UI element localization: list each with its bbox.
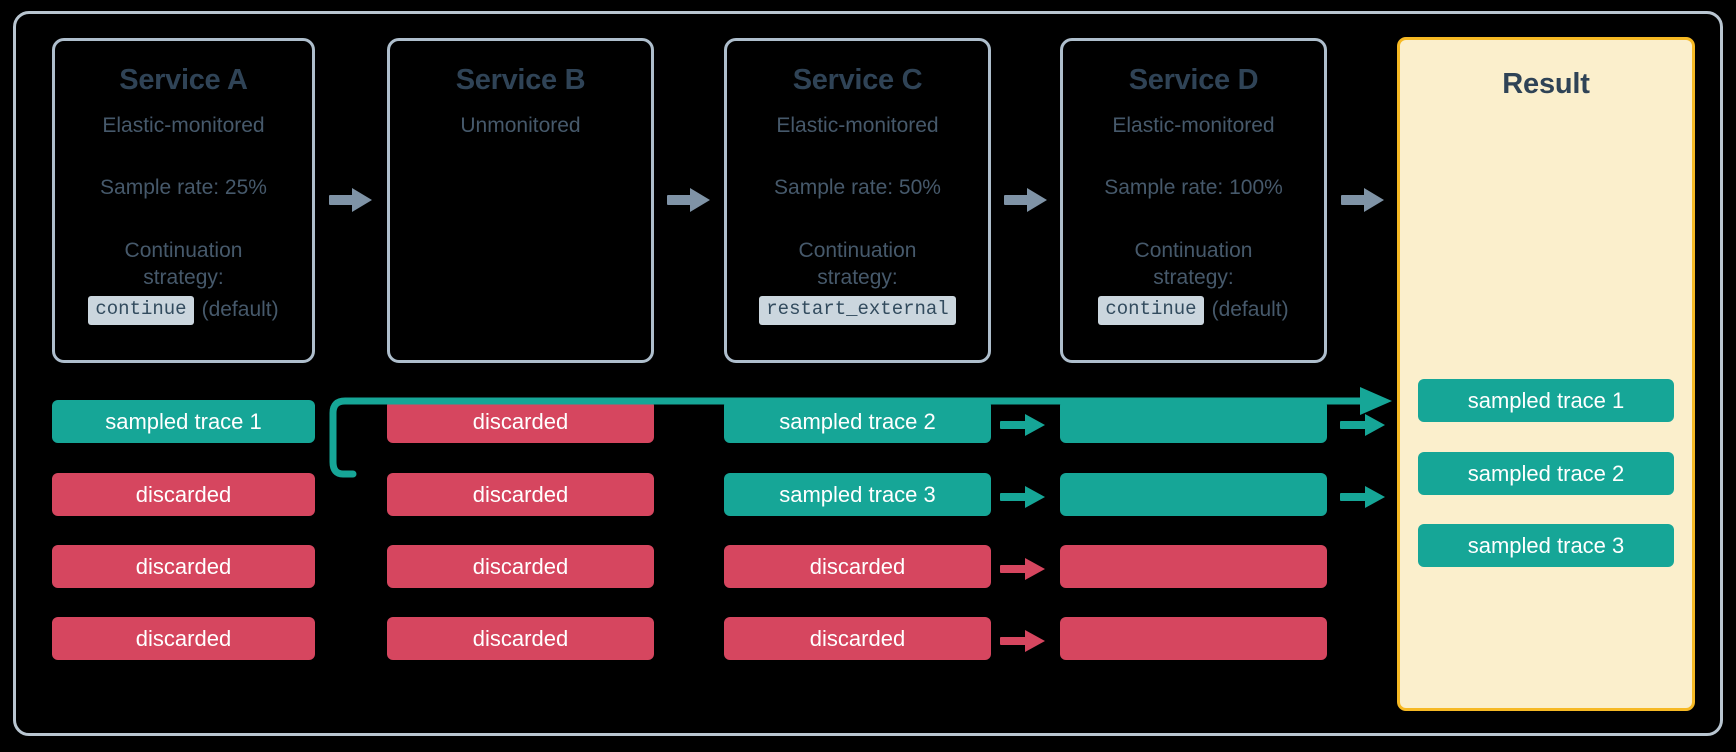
trace-box-label: discarded	[135, 625, 232, 651]
trace-box-label: discarded	[809, 625, 906, 651]
service-strategy-label-line1: Continuation	[124, 238, 243, 262]
trace-box: discarded	[52, 473, 315, 516]
flow-d2-to-result3-icon	[1340, 485, 1386, 509]
service-monitoring-status: Elastic-monitored	[102, 114, 265, 138]
arrow-c-to-d-icon	[1004, 187, 1048, 213]
service-sample-rate: Sample rate: 50%	[774, 175, 941, 199]
trace-box: discarded	[724, 617, 991, 660]
service-monitoring-status: Elastic-monitored	[1112, 114, 1275, 138]
service-title: Service A	[119, 64, 248, 96]
service-monitoring-status: Elastic-monitored	[776, 114, 939, 138]
trace-box-label: discarded	[472, 481, 569, 507]
service-monitoring-status: Unmonitored	[460, 114, 581, 138]
trace-box: discarded	[52, 545, 315, 588]
arrow-a-to-b-icon	[329, 187, 373, 213]
arrow-d-to-result-icon	[1341, 187, 1385, 213]
result-panel: Result	[1397, 37, 1695, 711]
service-strategy-label-line2: strategy:	[817, 266, 898, 290]
trace-box: sampled trace 3	[1418, 524, 1674, 567]
trace-box: discarded	[387, 545, 654, 588]
trace-box-label: sampled trace 2	[1467, 460, 1625, 486]
flow-c3-to-d3-icon	[1000, 557, 1046, 581]
trace-box-label: discarded	[809, 553, 906, 579]
service-card-service-b: Service B Unmonitored	[387, 38, 654, 363]
service-strategy-label-line2: strategy:	[143, 266, 224, 290]
arrow-b-to-c-icon	[667, 187, 711, 213]
service-strategy-value-row: continue (default)	[1098, 296, 1289, 325]
service-sample-rate: Sample rate: 25%	[100, 175, 267, 199]
trace-box	[1060, 400, 1327, 443]
trace-box-label: sampled trace 3	[1467, 532, 1625, 558]
trace-box-label: sampled trace 2	[779, 408, 936, 434]
trace-box: discarded	[387, 400, 654, 443]
trace-box: sampled trace 3	[724, 473, 991, 516]
flow-c1-to-d1-icon	[1000, 413, 1046, 437]
flow-c4-to-d4-icon	[1000, 629, 1046, 653]
flow-d1-to-result2-icon	[1340, 413, 1386, 437]
trace-box: sampled trace 2	[1418, 452, 1674, 495]
trace-box	[1060, 617, 1327, 660]
trace-box-label: sampled trace 3	[779, 481, 936, 507]
trace-box-label: discarded	[472, 553, 569, 579]
service-strategy-label: Continuation strategy:	[125, 237, 243, 292]
service-sample-rate: Sample rate: 100%	[1104, 175, 1283, 199]
trace-box-label: sampled trace 1	[105, 408, 262, 434]
service-title: Service C	[792, 64, 923, 96]
service-title: Service B	[455, 64, 586, 96]
service-strategy-note: (default)	[1211, 298, 1289, 322]
service-strategy-label-line2: strategy:	[1153, 266, 1234, 290]
service-strategy-value-row: restart_external	[759, 296, 956, 325]
service-strategy-value-row: continue (default)	[88, 296, 279, 325]
trace-box: discarded	[387, 617, 654, 660]
service-strategy-label: Continuation strategy:	[799, 237, 917, 292]
trace-box: discarded	[724, 545, 991, 588]
trace-box-label: discarded	[135, 481, 232, 507]
trace-box	[1060, 545, 1327, 588]
trace-box-label: discarded	[135, 553, 232, 579]
diagram-outer-frame	[13, 11, 1723, 736]
trace-box: sampled trace 1	[52, 400, 315, 443]
trace-box-label: discarded	[472, 625, 569, 651]
result-panel-title: Result	[1502, 68, 1590, 100]
trace-box: discarded	[387, 473, 654, 516]
service-strategy-code-badge: continue	[1098, 296, 1204, 325]
service-strategy-code-badge: restart_external	[759, 296, 956, 325]
trace-box: sampled trace 2	[724, 400, 991, 443]
flow-c2-to-d2-icon	[1000, 485, 1046, 509]
service-strategy-code-badge: continue	[88, 296, 194, 325]
service-title: Service D	[1128, 64, 1259, 96]
service-strategy-label: Continuation strategy:	[1135, 237, 1253, 292]
trace-box: sampled trace 1	[1418, 379, 1674, 422]
service-strategy-note: (default)	[201, 298, 279, 322]
trace-box: discarded	[52, 617, 315, 660]
service-strategy-label-line1: Continuation	[798, 238, 917, 262]
service-strategy-label-line1: Continuation	[1134, 238, 1253, 262]
trace-box-label: discarded	[472, 408, 569, 434]
trace-box-label: sampled trace 1	[1467, 387, 1625, 413]
trace-box	[1060, 473, 1327, 516]
